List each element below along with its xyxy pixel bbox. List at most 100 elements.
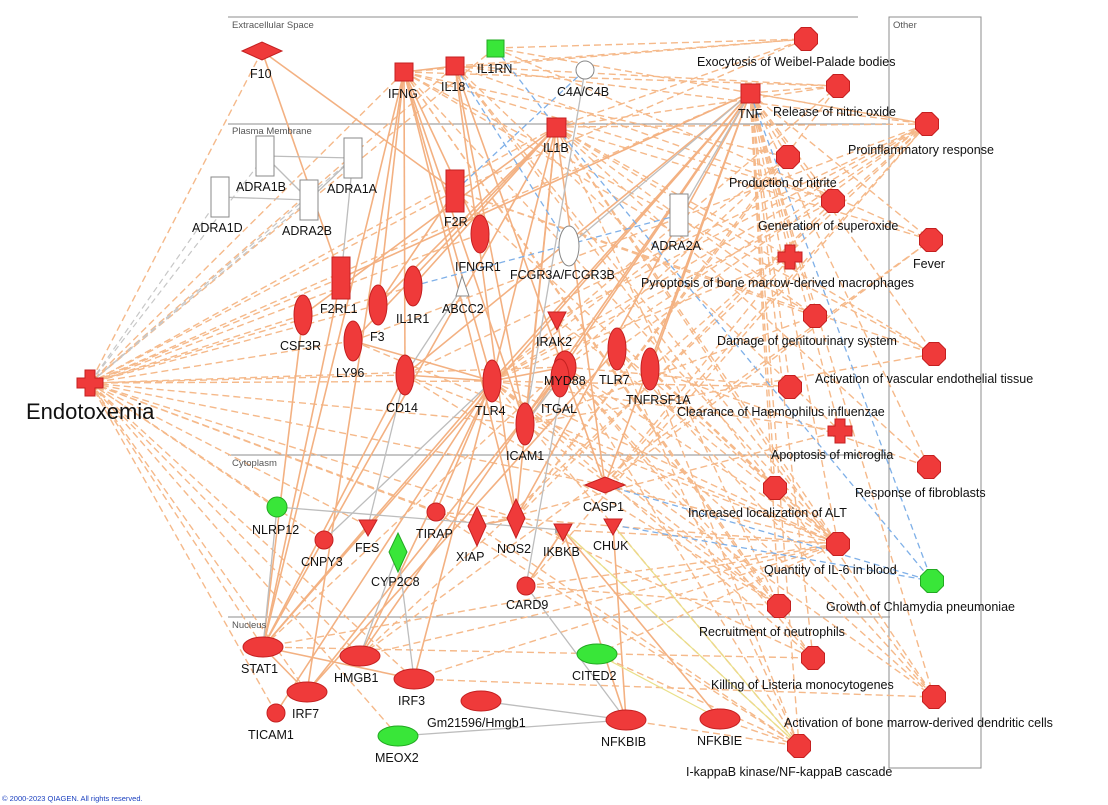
- ifngr1-shape[interactable]: [470, 214, 490, 254]
- cited2-label: CITED2: [572, 669, 617, 683]
- f2r-shape[interactable]: [445, 169, 465, 213]
- function-shape-pyroptosis[interactable]: [777, 244, 803, 270]
- casp1-shape[interactable]: [583, 476, 627, 494]
- edge-casp1-chlamydia: [604, 484, 933, 584]
- edge-csf3r-stat1: [259, 314, 304, 648]
- c4a-shape[interactable]: [575, 60, 595, 80]
- adra2a-shape[interactable]: [669, 193, 689, 237]
- function-shape-microglia[interactable]: [827, 418, 853, 444]
- meox2-shape[interactable]: [377, 725, 419, 747]
- function-shape-fever[interactable]: [919, 228, 943, 252]
- tirap-shape[interactable]: [426, 502, 446, 522]
- ly96-shape[interactable]: [343, 320, 363, 362]
- tnf-shape[interactable]: [740, 83, 761, 104]
- chuk-shape[interactable]: [603, 518, 623, 537]
- function-shape-il6[interactable]: [826, 532, 850, 556]
- tnfrsf1a-shape[interactable]: [640, 347, 660, 391]
- fcgr3a-shape[interactable]: [558, 225, 580, 267]
- nos2-label: NOS2: [497, 542, 531, 556]
- edge-tlr7-dendritic: [616, 348, 935, 698]
- gm21596-shape[interactable]: [460, 690, 502, 712]
- edge-ticam1-endo: [89, 382, 277, 714]
- f10-shape[interactable]: [240, 41, 284, 61]
- edge-tnf-endo: [89, 92, 751, 384]
- adra1d-shape[interactable]: [210, 176, 230, 218]
- function-shape-alt[interactable]: [763, 476, 787, 500]
- tlr4-shape[interactable]: [482, 359, 502, 403]
- adra1d-label: ADRA1D: [192, 221, 243, 235]
- edge-adra1d-endo: [89, 196, 221, 384]
- stat1-shape[interactable]: [242, 636, 284, 658]
- edge-cd14-tlr4: [404, 374, 493, 385]
- tlr7-shape[interactable]: [607, 327, 627, 371]
- edge-hmgb1-proinflam: [359, 123, 928, 657]
- itgal-shape[interactable]: [550, 358, 570, 398]
- cnpy3-shape[interactable]: [314, 530, 334, 550]
- function-shape-haemophilus[interactable]: [778, 375, 802, 399]
- il1b-shape[interactable]: [546, 117, 567, 138]
- edge-il1b-weibel: [555, 37, 807, 128]
- function-shape-dendritic[interactable]: [922, 685, 946, 709]
- adra2b-shape[interactable]: [299, 179, 319, 221]
- endotoxemia-shape[interactable]: [76, 369, 104, 397]
- irf7-shape[interactable]: [286, 681, 328, 703]
- csf3r-shape[interactable]: [293, 294, 313, 336]
- edge-icam1-endo: [89, 379, 526, 425]
- edge-card9-il6: [525, 540, 839, 587]
- function-shape-nitrite[interactable]: [776, 145, 800, 169]
- f2rl1-shape[interactable]: [331, 256, 351, 300]
- il1r1-shape[interactable]: [403, 265, 423, 307]
- edge-casp1-fever: [604, 239, 932, 486]
- function-shape-fibroblasts[interactable]: [917, 455, 941, 479]
- f3-shape[interactable]: [368, 284, 388, 326]
- edge-card9-neutrophils: [525, 585, 780, 610]
- ikbkb-shape[interactable]: [553, 523, 573, 543]
- function-shape-weibel[interactable]: [794, 27, 818, 51]
- ticam1-shape[interactable]: [266, 703, 286, 723]
- function-shape-superoxide[interactable]: [821, 189, 845, 213]
- edge-ikbkb-ikappab: [562, 529, 800, 747]
- function-shape-ikappab[interactable]: [787, 734, 811, 758]
- cd14-shape[interactable]: [395, 354, 415, 396]
- edge-hmgb1-il6: [359, 541, 839, 657]
- ifng-shape[interactable]: [394, 62, 414, 82]
- icam1-shape[interactable]: [515, 402, 535, 446]
- xiap-shape[interactable]: [467, 505, 487, 548]
- abcc2-shape[interactable]: [455, 274, 470, 297]
- function-shape-listeria[interactable]: [801, 646, 825, 670]
- adra1a-shape[interactable]: [343, 137, 363, 179]
- edge-tnfrsf1a-ikappab: [649, 368, 801, 747]
- il1rn-shape[interactable]: [486, 39, 505, 58]
- function-label-dendritic: Activation of bone marrow-derived dendri…: [784, 716, 1053, 730]
- adra1b-shape[interactable]: [255, 135, 275, 177]
- irf3-shape[interactable]: [393, 668, 435, 690]
- cited2-shape[interactable]: [576, 643, 618, 665]
- function-shape-chlamydia[interactable]: [920, 569, 944, 593]
- nos2-shape[interactable]: [506, 497, 526, 540]
- function-shape-neutrophils[interactable]: [767, 594, 791, 618]
- edge-nos2-superoxide: [515, 200, 834, 519]
- irak2-shape[interactable]: [547, 311, 567, 332]
- edge-chuk-ikappab: [612, 524, 800, 747]
- hmgb1-shape[interactable]: [339, 645, 381, 667]
- nfkbie-label: NFKBIE: [697, 734, 742, 748]
- edge-stat1-nitrite: [262, 156, 789, 648]
- function-shape-genito[interactable]: [803, 304, 827, 328]
- il18-shape[interactable]: [445, 56, 465, 76]
- stat1-label: STAT1: [241, 662, 278, 676]
- card9-shape[interactable]: [516, 576, 536, 596]
- fes-shape[interactable]: [358, 519, 378, 538]
- nlrp12-shape[interactable]: [266, 496, 288, 518]
- function-shape-proinflam[interactable]: [915, 112, 939, 136]
- function-shape-nitric[interactable]: [826, 74, 850, 98]
- edge-tirap-endo: [89, 381, 437, 513]
- edge-il1b-il6: [555, 126, 839, 545]
- nfkbib-shape[interactable]: [605, 709, 647, 731]
- nfkbie-shape[interactable]: [699, 708, 741, 730]
- edge-il1b-fibroblasts: [555, 126, 930, 468]
- cyp2c8-shape[interactable]: [388, 531, 408, 574]
- edge-tnf-vascular: [749, 92, 935, 355]
- edge-il1b-endo: [89, 126, 557, 384]
- function-shape-vascular[interactable]: [922, 342, 946, 366]
